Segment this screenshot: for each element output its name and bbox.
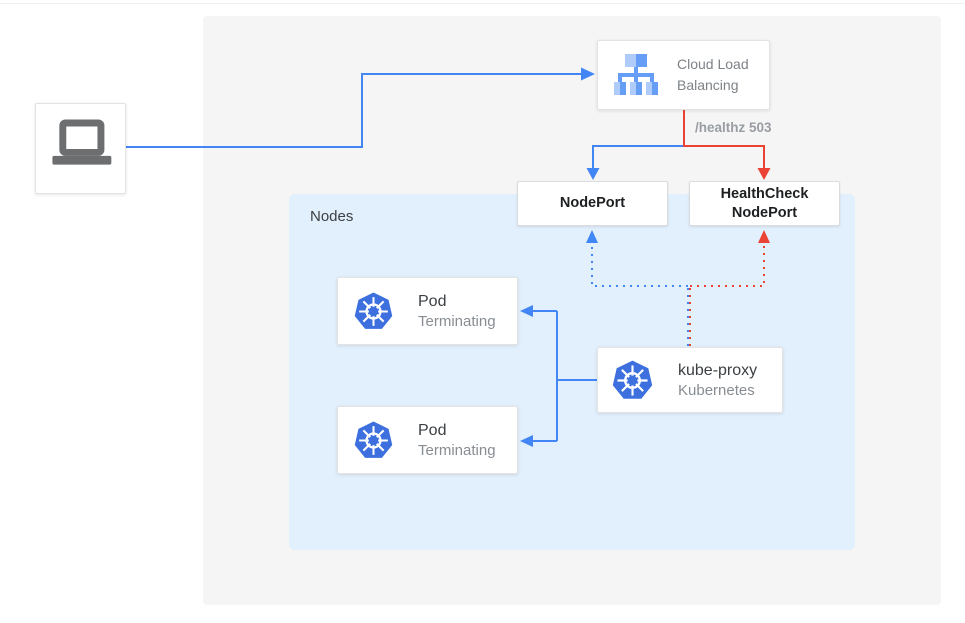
- cloud-load-balancing: Cloud Load Balancing: [597, 40, 770, 110]
- clb-label-line1: Cloud Load: [677, 56, 749, 72]
- laptop-icon: [51, 119, 111, 165]
- healthcheck-nodeport-line1: HealthCheck: [720, 185, 809, 202]
- pod-text: Pod Terminating: [418, 420, 496, 461]
- kubernetes-icon: [354, 421, 393, 458]
- pod-title: Pod: [418, 421, 447, 439]
- cloud-load-balancing-label: Cloud Load Balancing: [677, 54, 749, 96]
- nodes-label: Nodes: [310, 208, 354, 225]
- kube-proxy-title: kube-proxy: [678, 361, 758, 379]
- pod-terminating-1: Pod Terminating: [337, 277, 518, 345]
- kube-proxy-subtitle: Kubernetes: [678, 381, 755, 399]
- healthz-503-label: /healthz 503: [695, 120, 772, 135]
- nodeport-box: NodePort: [517, 181, 668, 226]
- clb-label-line2: Balancing: [677, 77, 739, 93]
- kubernetes-icon: [612, 360, 653, 399]
- top-divider: [0, 3, 965, 4]
- pod-status: Terminating: [418, 312, 496, 330]
- kubernetes-icon: [354, 292, 393, 329]
- pod-status: Terminating: [418, 441, 496, 459]
- client-device: [35, 103, 126, 194]
- healthcheck-nodeport-line2: NodePort: [731, 204, 798, 221]
- nodeport-label: NodePort: [559, 195, 626, 211]
- cloud-load-balancing-icon: [614, 54, 658, 95]
- pod-text: Pod Terminating: [418, 291, 496, 332]
- kube-proxy: kube-proxy Kubernetes: [597, 347, 783, 413]
- pod-terminating-2: Pod Terminating: [337, 406, 518, 474]
- kube-proxy-text: kube-proxy Kubernetes: [678, 360, 757, 401]
- pod-title: Pod: [418, 292, 447, 310]
- healthcheck-nodeport-box: HealthCheck NodePort: [689, 181, 840, 226]
